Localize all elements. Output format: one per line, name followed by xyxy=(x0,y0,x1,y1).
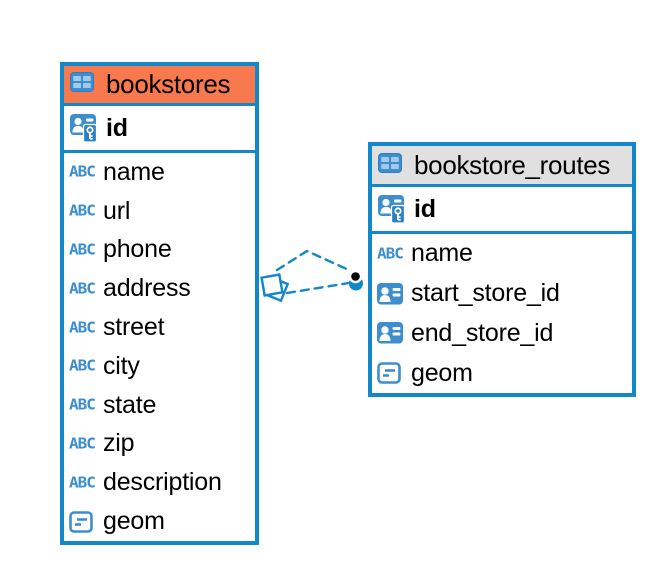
person-card-icon xyxy=(377,322,411,344)
column-row[interactable]: ABC state xyxy=(64,386,255,425)
column-row[interactable]: ABC url xyxy=(64,192,255,231)
column-name: start_store_id xyxy=(411,279,560,308)
table-grid-icon xyxy=(70,72,94,97)
column-name: description xyxy=(103,468,222,497)
table-title: bookstores xyxy=(106,69,231,99)
column-name: geom xyxy=(411,358,473,387)
abc-text-icon: ABC xyxy=(69,318,96,337)
column-name: address xyxy=(103,274,191,303)
column-name: geom xyxy=(103,507,165,536)
relationship-line-lower[interactable] xyxy=(285,281,351,295)
primary-key-name: id xyxy=(106,113,128,142)
column-name: end_store_id xyxy=(411,318,554,347)
column-row[interactable]: geom xyxy=(64,502,255,541)
abc-text-icon: ABC xyxy=(377,244,404,263)
table-grid-icon xyxy=(378,152,402,178)
geometry-box-icon xyxy=(377,362,411,384)
column-name: name xyxy=(103,157,165,186)
abc-text-icon: ABC xyxy=(69,279,96,298)
column-row[interactable]: ABC phone xyxy=(64,231,255,270)
table-title: bookstore_routes xyxy=(414,149,611,180)
column-name: state xyxy=(103,390,157,419)
abc-text-icon: ABC xyxy=(69,434,96,453)
entity-table-bookstores[interactable]: bookstores id ABC xyxy=(60,62,259,545)
person-card-icon xyxy=(377,282,411,305)
person-key-icon xyxy=(70,113,106,143)
column-name: name xyxy=(411,239,473,268)
column-row[interactable]: geom xyxy=(372,353,632,393)
column-name: street xyxy=(103,313,165,342)
table-header-bookstores[interactable]: bookstores xyxy=(64,66,255,106)
relationship-target-marker-dot xyxy=(348,269,363,291)
abc-text-icon: ABC xyxy=(69,162,96,181)
column-name: url xyxy=(103,196,131,225)
abc-text-icon: ABC xyxy=(69,240,96,259)
entity-table-bookstore-routes[interactable]: bookstore_routes id ABC xyxy=(368,142,636,397)
column-row[interactable]: ABC city xyxy=(64,347,255,386)
column-row[interactable]: end_store_id xyxy=(372,314,632,354)
column-name: city xyxy=(103,351,140,380)
abc-text-icon: ABC xyxy=(69,356,96,375)
geometry-box-icon xyxy=(69,510,103,533)
primary-key-row[interactable]: id xyxy=(372,187,632,234)
column-row[interactable]: ABC zip xyxy=(64,425,255,464)
relationship-line-upper[interactable] xyxy=(275,249,353,273)
foreign-key-relationship[interactable] xyxy=(260,249,363,303)
column-row[interactable]: ABC name xyxy=(372,234,632,274)
column-name: phone xyxy=(103,235,172,264)
primary-key-row[interactable]: id xyxy=(64,106,255,153)
abc-text-icon: ABC xyxy=(69,201,96,220)
column-row[interactable]: ABC description xyxy=(64,463,255,502)
table-header-bookstore-routes[interactable]: bookstore_routes xyxy=(372,146,632,187)
column-row[interactable]: ABC street xyxy=(64,308,255,347)
person-key-icon xyxy=(378,194,414,224)
primary-key-name: id xyxy=(414,194,436,223)
column-row[interactable]: start_store_id xyxy=(372,274,632,314)
column-row[interactable]: ABC name xyxy=(64,153,255,192)
column-name: zip xyxy=(103,429,135,458)
abc-text-icon: ABC xyxy=(69,473,96,492)
abc-text-icon: ABC xyxy=(69,395,96,414)
column-row[interactable]: ABC address xyxy=(64,269,255,308)
relationship-source-marker-squares xyxy=(260,273,290,303)
